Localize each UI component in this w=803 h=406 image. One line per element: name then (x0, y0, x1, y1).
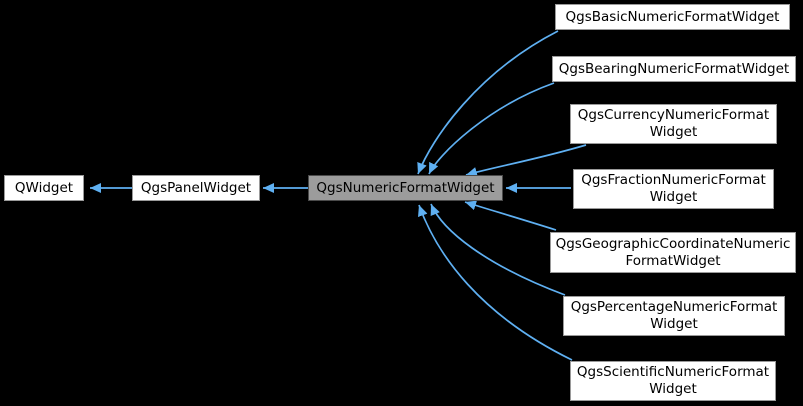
class-name-line: QgsScientificNumericFormat (576, 364, 770, 380)
class-name-line: QgsCurrencyNumericFormat (577, 107, 770, 123)
node-qgscurrencynumericformatwidget[interactable]: QgsCurrencyNumericFormat Widget (570, 104, 777, 144)
class-name-line: Widget (649, 189, 698, 205)
class-name-line: FormatWidget (625, 252, 721, 269)
node-qgsfractionnumericformatwidget[interactable]: QgsFractionNumericFormat Widget (573, 169, 774, 209)
class-name: QgsNumericFormatWidget (316, 179, 495, 196)
edge-qgsscientificnumericformatwidget-to-base (418, 204, 573, 361)
node-qwidget[interactable]: QWidget (4, 175, 84, 201)
edge-qgscurrencynumericformatwidget-to-base (465, 144, 587, 177)
class-name-line: QgsFractionNumericFormat (581, 172, 766, 188)
class-name: QgsBasicNumericFormatWidget (565, 8, 780, 25)
node-qgsnumericformatwidget-current: QgsNumericFormatWidget (308, 175, 503, 201)
node-qgsbasicnumericformatwidget[interactable]: QgsBasicNumericFormatWidget (555, 4, 790, 30)
edge-qgsbasicnumericformatwidget-to-base (417, 30, 559, 175)
edge-qgsgeographiccoordinatenumericformatwidget-to-base (464, 200, 557, 231)
edge-qgsbearingnumericformatwidget-to-base (428, 82, 555, 175)
node-qgsscientificnumericformatwidget[interactable]: QgsScientificNumericFormat Widget (570, 361, 776, 401)
node-qgsbearingnumericformatwidget[interactable]: QgsBearingNumericFormatWidget (552, 56, 796, 82)
class-name-line: QgsGeographicCoordinateNumeric (555, 235, 791, 252)
class-name-line: Widget (650, 316, 698, 332)
class-name: QgsBearingNumericFormatWidget (558, 60, 790, 77)
node-qgsgeographiccoordinatenumericformatwidget[interactable]: QgsGeographicCoordinateNumeric FormatWid… (550, 232, 796, 273)
class-name-line: QgsPercentageNumericFormat (570, 299, 778, 315)
edge-qgspercentagenumericformatwidget-to-base (430, 203, 566, 296)
class-name-line: Widget (649, 381, 697, 397)
node-qgspanelwidget[interactable]: QgsPanelWidget (132, 175, 260, 201)
node-qgspercentagenumericformatwidget[interactable]: QgsPercentageNumericFormat Widget (563, 296, 785, 336)
class-name: QWidget (14, 179, 74, 196)
class-name: QgsPanelWidget (140, 179, 252, 196)
class-name-line: Widget (649, 124, 698, 140)
